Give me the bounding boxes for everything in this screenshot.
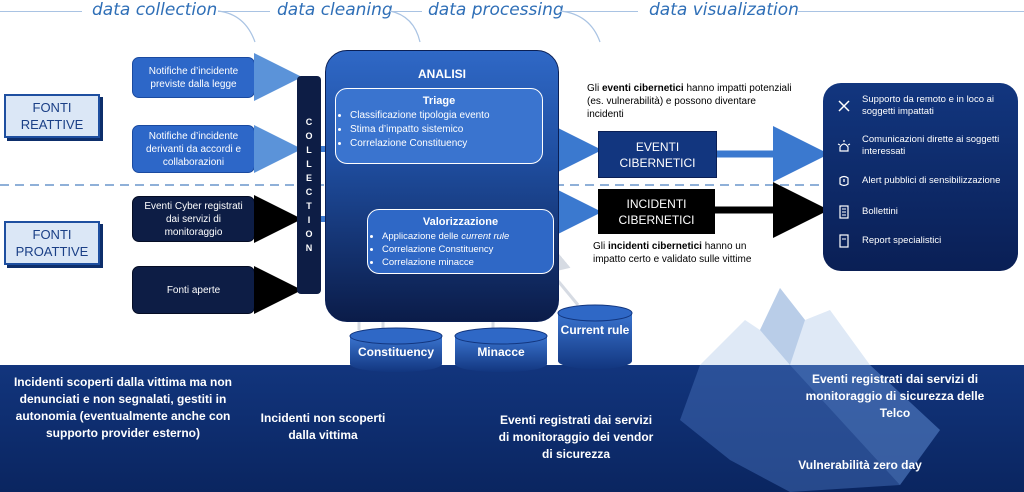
output-bollettini: Bollettini [837, 205, 1017, 219]
output-report: Report specialistici [837, 234, 1017, 248]
fonti-proattive-label: FONTI PROATTIVE [15, 227, 89, 259]
outputs-panel [823, 83, 1018, 271]
phase-divider [390, 11, 422, 12]
phase-divider [218, 11, 270, 12]
tools-icon [838, 100, 850, 112]
valorizzazione-box: Valorizzazione Applicazione delle curren… [367, 209, 554, 274]
eventi-note: Gli eventi cibernetici hanno impatti pot… [587, 82, 792, 121]
collection-letter: I [307, 215, 311, 225]
db-constituency: Constituency [357, 345, 434, 359]
underwater-eventi-telco: Eventi registrati dai servizi di monitor… [805, 372, 985, 420]
report-icon [839, 234, 849, 248]
triage-title: Triage [422, 95, 456, 107]
siren-icon [837, 140, 851, 152]
phase-connectors [217, 10, 601, 43]
collection-letter: O [305, 229, 313, 239]
valorizzazione-item: Correlazione Constituency [382, 243, 553, 256]
incidenti-cibernetici-box: INCIDENTI CIBERNETICI [598, 189, 715, 234]
source-notifiche-accordi: Notifiche d’incidente derivanti da accor… [132, 125, 255, 173]
underwater-incidenti-non-scoperti: Incidenti non scoperti dalla vittima [260, 411, 386, 442]
collection-letter: C [305, 117, 313, 127]
output-comunicazioni: Comunicazioni dirette ai soggetti intere… [837, 134, 1017, 158]
eventi-note-bold: eventi cibernetici [602, 83, 684, 94]
incidenti-note-pre: Gli [593, 241, 608, 252]
incidenti-note: Gli incidenti cibernetici hanno un impat… [593, 240, 773, 266]
triage-box: Triage Classificazione tipologia evento … [335, 88, 543, 164]
output-supporto: Supporto da remoto e in loco ai soggetti… [837, 94, 1017, 118]
phase-data-collection: data collection [92, 0, 218, 20]
collection-letter: E [305, 173, 312, 183]
source-eventi-cyber: Eventi Cyber registrati dai servizi di m… [132, 196, 255, 242]
valorizzazione-item: Applicazione delle current rule [382, 230, 553, 243]
phase-divider [560, 11, 638, 12]
triage-item: Stima d’impatto sistemico [350, 123, 542, 137]
output-alert: Alert pubblici di sensibilizzazione [837, 174, 1017, 188]
db-minacce: Minacce [477, 345, 525, 359]
current-rule-drum [557, 304, 633, 369]
analisi-panel: ANALISI Triage Classificazione tipologia… [325, 50, 559, 322]
triage-item: Correlazione Constituency [350, 137, 542, 151]
triage-item: Classificazione tipologia evento [350, 109, 542, 123]
incidenti-note-bold: incidenti cibernetici [608, 241, 702, 252]
collection-letter: T [306, 201, 312, 211]
collection-letter: C [305, 187, 313, 197]
phase-data-visualization: data visualization [649, 0, 799, 20]
underwater-eventi-vendor: Eventi registrati dai servizi di monitor… [498, 413, 654, 461]
phase-divider [798, 11, 1024, 12]
db-current-rule: Current rule [560, 323, 630, 337]
phase-data-cleaning: data cleaning [277, 0, 393, 20]
collection-letter: L [306, 145, 312, 155]
document-icon [839, 205, 849, 219]
fonti-reattive-tag: FONTI REATTIVE [4, 94, 100, 138]
incidenti-note-post: hanno un impatto certo e validato sulle … [593, 241, 752, 265]
valorizzazione-list: Applicazione delle current rule Correlaz… [368, 230, 553, 269]
fonti-proattive-tag: FONTI PROATTIVE [4, 221, 100, 265]
valorizzazione-item: Correlazione minacce [382, 256, 553, 269]
alert-icon [839, 175, 849, 187]
eventi-cibernetici-box: EVENTI CIBERNETICI [598, 131, 717, 178]
iceberg-illustration [680, 288, 940, 492]
collection-letter: L [306, 159, 312, 169]
fonti-reattive-label: FONTI REATTIVE [20, 100, 84, 132]
triage-list: Classificazione tipologia evento Stima d… [336, 109, 542, 151]
underwater-zero-day: Vulnerabilità zero day [798, 458, 922, 472]
source-notifiche-legge: Notifiche d’incidente previste dalla leg… [132, 57, 255, 98]
phase-divider [0, 11, 82, 12]
valorizzazione-title: Valorizzazione [422, 216, 499, 228]
collection-letter: O [305, 131, 313, 141]
analisi-title: ANALISI [418, 67, 466, 81]
phase-data-processing: data processing [428, 0, 564, 20]
underwater-incidenti-scoperti: Incidenti scoperti dalla vittima ma non … [13, 375, 233, 440]
eventi-note-post: hanno impatti potenziali (es. vulnerabil… [587, 83, 792, 120]
collection-letter: N [305, 243, 313, 253]
eventi-note-pre: Gli [587, 83, 602, 94]
